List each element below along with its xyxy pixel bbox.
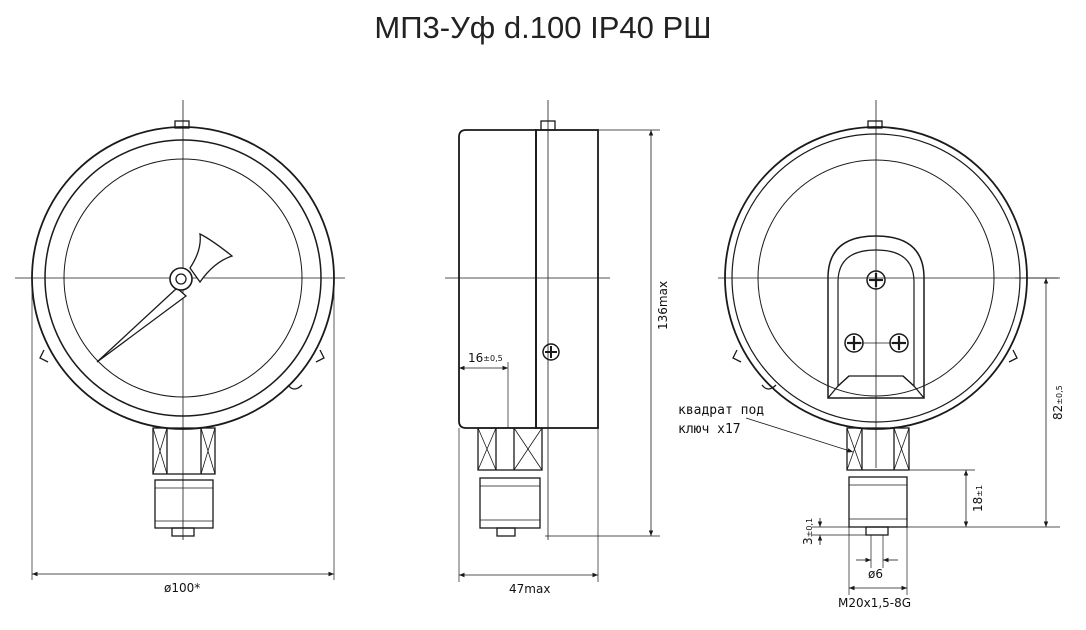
side-thread bbox=[479, 477, 541, 529]
side-view bbox=[445, 100, 660, 582]
page-title: МП3-Уф d.100 IP40 РШ bbox=[374, 10, 712, 45]
front-bump bbox=[287, 384, 303, 390]
front-view bbox=[15, 100, 345, 580]
back-thread bbox=[848, 476, 908, 528]
back-thread-label: M20x1,5-8G bbox=[838, 596, 911, 610]
back-thread-length-label: 18±1 bbox=[971, 485, 985, 512]
back-screw-right-icon bbox=[889, 333, 909, 353]
front-top-lug bbox=[174, 120, 190, 129]
front-hex-socket bbox=[152, 427, 216, 475]
back-screw-left-icon bbox=[844, 333, 864, 353]
front-left-lug bbox=[39, 349, 49, 363]
back-hex-socket bbox=[846, 427, 910, 471]
back-mount-plate-inner bbox=[837, 249, 915, 388]
front-right-lug bbox=[315, 349, 325, 363]
side-case-body bbox=[458, 129, 537, 429]
side-hex-socket bbox=[477, 427, 543, 471]
back-center-label: 82±0,5 bbox=[1051, 385, 1065, 420]
pointer-hub-inner bbox=[175, 273, 187, 285]
front-diameter-label: ø100* bbox=[164, 581, 200, 595]
side-screw-icon bbox=[542, 343, 560, 361]
pointer-hub bbox=[169, 267, 193, 291]
pointer-tail bbox=[189, 232, 234, 284]
back-bore-label: ø6 bbox=[868, 567, 883, 581]
front-tip bbox=[171, 527, 195, 537]
back-tip bbox=[865, 526, 889, 536]
back-view bbox=[718, 100, 1060, 595]
side-height-label: 136max bbox=[656, 281, 670, 330]
key-note-line1: квадрат под bbox=[678, 403, 764, 418]
side-tip bbox=[496, 527, 516, 537]
back-mount-plate-outer bbox=[827, 235, 925, 399]
key-note-line2: ключ х17 bbox=[678, 422, 741, 437]
back-top-lug bbox=[867, 120, 883, 129]
side-offset-label: 16±0,5 bbox=[468, 351, 503, 365]
side-bezel bbox=[535, 129, 599, 429]
side-depth-label: 47max bbox=[509, 582, 550, 596]
back-screw-top-icon bbox=[866, 270, 886, 290]
key-note-leader bbox=[745, 417, 854, 453]
back-tip-label: 3±0,1 bbox=[801, 518, 815, 545]
pointer-needle bbox=[96, 287, 188, 363]
